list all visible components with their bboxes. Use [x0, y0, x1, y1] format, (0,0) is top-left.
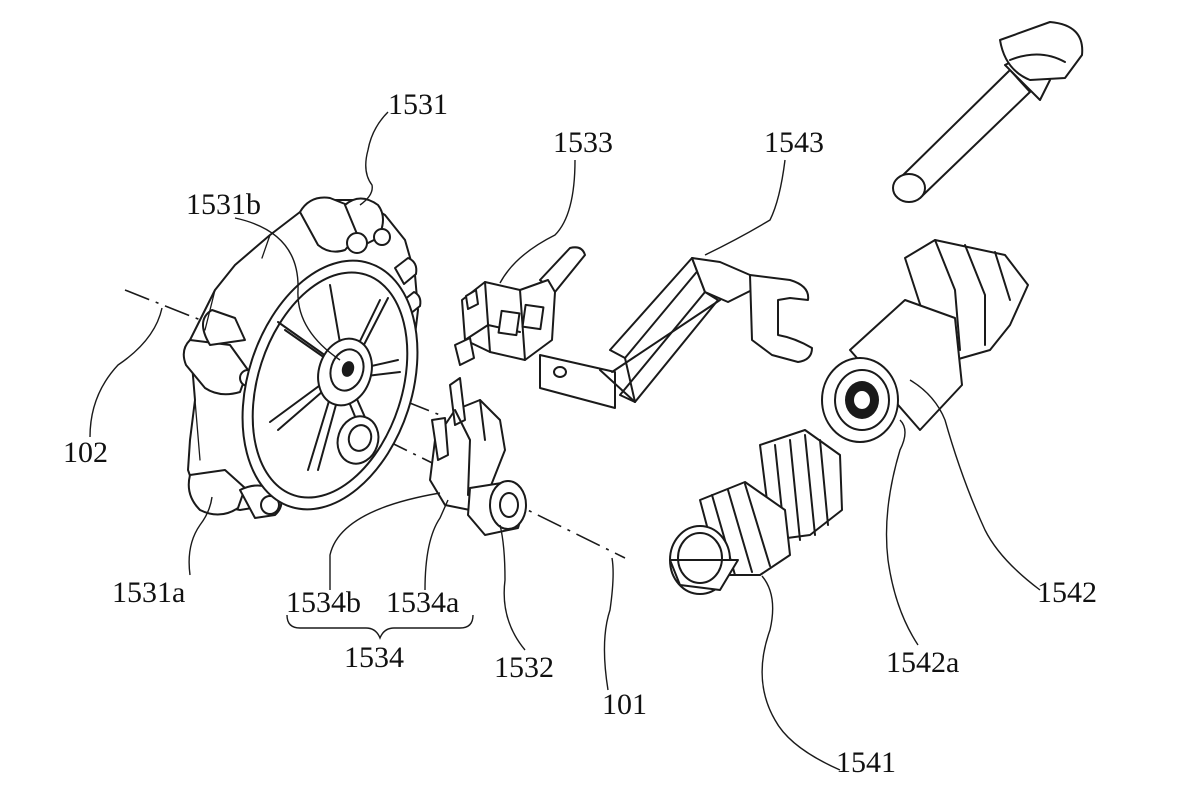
spline-sleeve-1542 [821, 239, 1029, 443]
leader-1542a [885, 419, 919, 646]
label-1542a: 1542a [886, 646, 960, 679]
label-1531b: 1531b [186, 188, 261, 221]
label-1543: 1543 [764, 126, 824, 159]
leader-1531a [188, 496, 213, 576]
leader-1533 [499, 159, 576, 284]
leader-1534a [424, 499, 449, 591]
sensor-block-1533 [454, 246, 586, 366]
label-1531a: 1531a [112, 576, 186, 609]
leader-1541 [761, 575, 841, 771]
label-1532: 1532 [494, 651, 554, 684]
leader-102 [89, 307, 163, 438]
label-1531: 1531 [388, 88, 448, 121]
housing-cover-1531 [182, 196, 422, 519]
leader-101 [603, 557, 614, 691]
label-1542: 1542 [1037, 576, 1097, 609]
shift-fork-1543 [539, 257, 813, 409]
label-101: 101 [602, 688, 647, 721]
leader-1534b [329, 492, 441, 590]
bolt [892, 21, 1084, 203]
sleeve-1532 [467, 480, 527, 536]
fork-cam-1534 [429, 377, 506, 511]
leader-1532 [499, 524, 526, 651]
label-1534a: 1534a [386, 586, 460, 619]
label-1534: 1534 [344, 641, 404, 674]
label-1533: 1533 [553, 126, 613, 159]
brace-1534 [286, 614, 474, 640]
leader-1543 [704, 159, 786, 256]
gear-shaft-1541 [669, 429, 843, 595]
label-1534b: 1534b [286, 586, 361, 619]
label-102: 102 [63, 436, 108, 469]
leader-1531b [234, 217, 341, 361]
leader-1531 [359, 111, 389, 206]
leader-1542 [909, 379, 1041, 591]
leader-lines [89, 111, 1041, 771]
label-1541: 1541 [836, 746, 896, 779]
